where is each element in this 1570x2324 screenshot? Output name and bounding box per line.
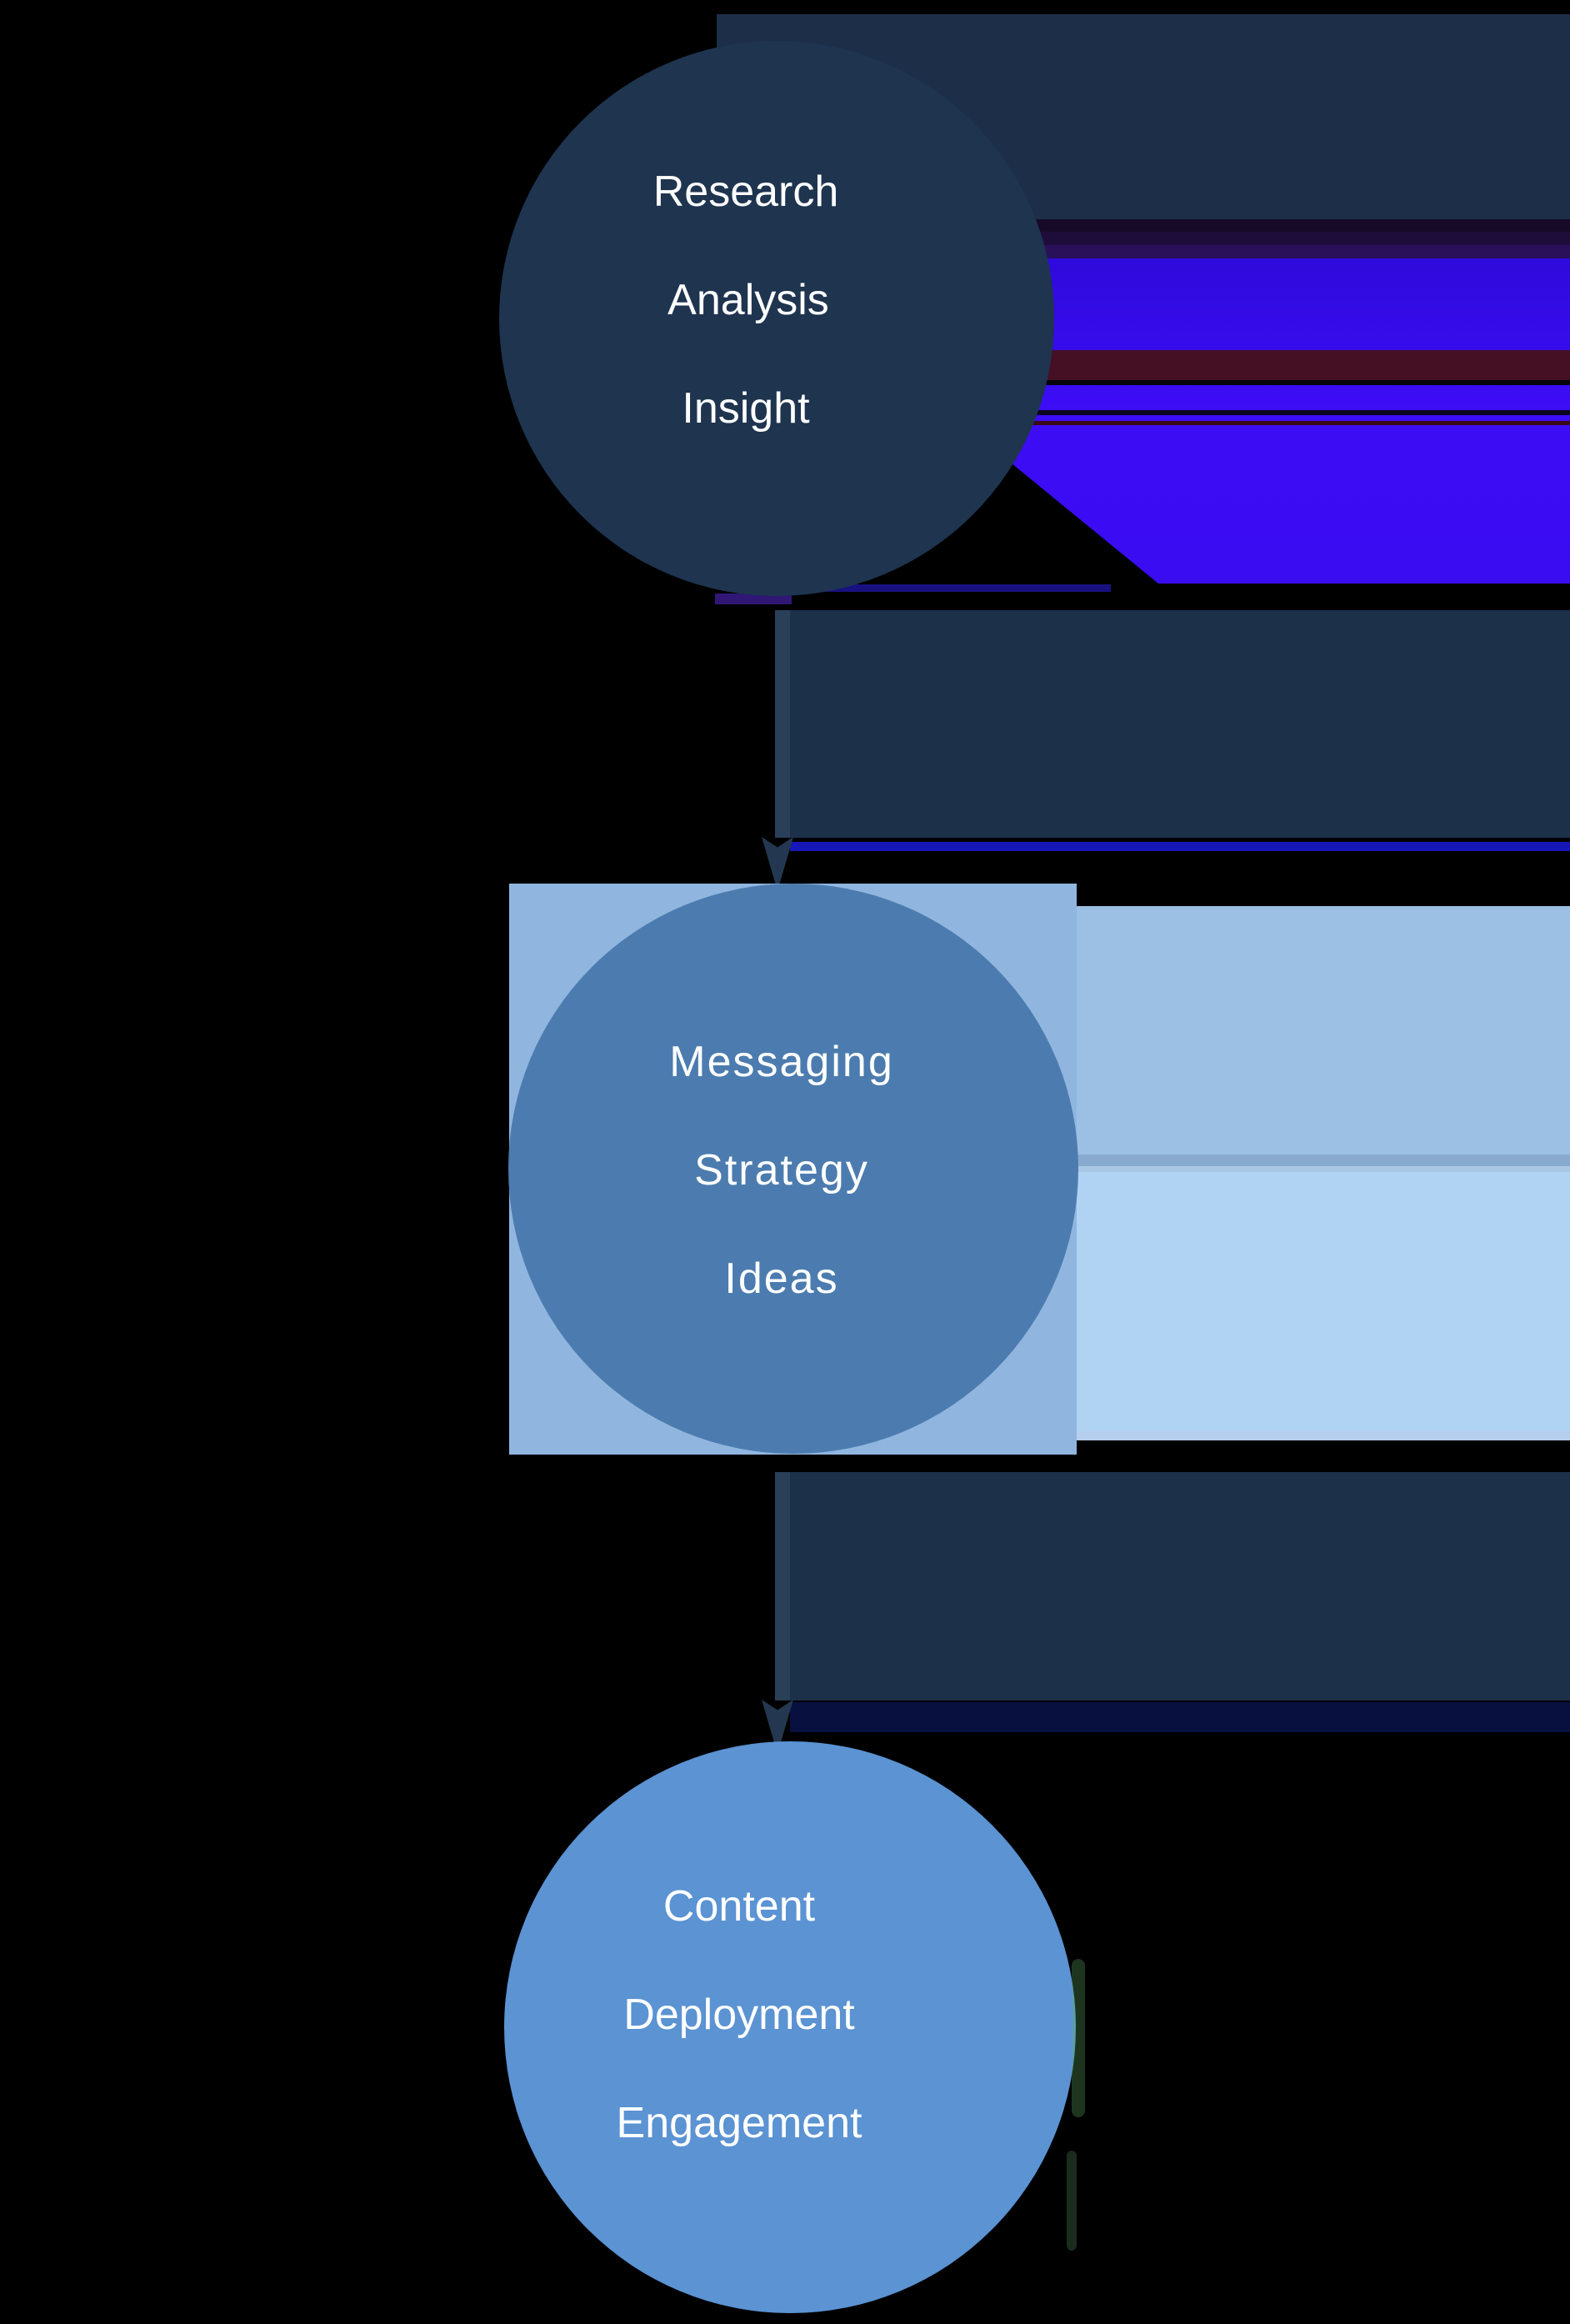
circle-content	[504, 1741, 1076, 2313]
right-panel-divider-highlight	[1077, 1166, 1570, 1172]
circle-research-line-2: Analysis	[668, 276, 829, 324]
circle-messaging-line-2: Strategy	[694, 1146, 869, 1195]
glitch-purple-dash	[715, 594, 792, 604]
glitch-line	[958, 380, 1570, 385]
arrow-1-down-icon	[762, 837, 793, 884]
circle-messaging	[508, 884, 1078, 1454]
circle-content-line-2: Deployment	[623, 1991, 855, 2039]
glitch-blue-dash	[823, 584, 1111, 592]
arrow-2-down-icon	[762, 1700, 793, 1747]
glitch-line	[958, 421, 1570, 425]
arrow-1-shaft	[775, 610, 790, 838]
connector-band-1	[775, 610, 1570, 838]
right-panel-divider	[1077, 1154, 1570, 1166]
glitch-green-smudge	[1067, 2151, 1077, 2251]
circle-research-line-3: Insight	[682, 384, 810, 433]
glitch-darkblue-stripe	[790, 1702, 1570, 1732]
glitch-green-smudge	[1072, 1959, 1085, 2117]
circle-content-line-3: Engagement	[616, 2099, 862, 2147]
arrow-2-shaft	[775, 1472, 790, 1700]
glitch-red-stripe	[958, 350, 1570, 380]
circle-research	[499, 41, 1054, 596]
circle-messaging-line-1: Messaging	[669, 1038, 894, 1086]
circle-content-line-1: Content	[662, 1882, 816, 1931]
circle-messaging-line-3: Ideas	[724, 1255, 839, 1303]
glitch-blue-line	[790, 842, 1570, 851]
circle-research-line-1: Research	[652, 168, 839, 216]
connector-band-2	[775, 1472, 1570, 1700]
right-panel-upper	[1077, 906, 1570, 1154]
glitch-line	[958, 410, 1570, 415]
right-panel-fade	[1077, 1431, 1570, 1440]
right-panel-lower	[1077, 1172, 1570, 1431]
